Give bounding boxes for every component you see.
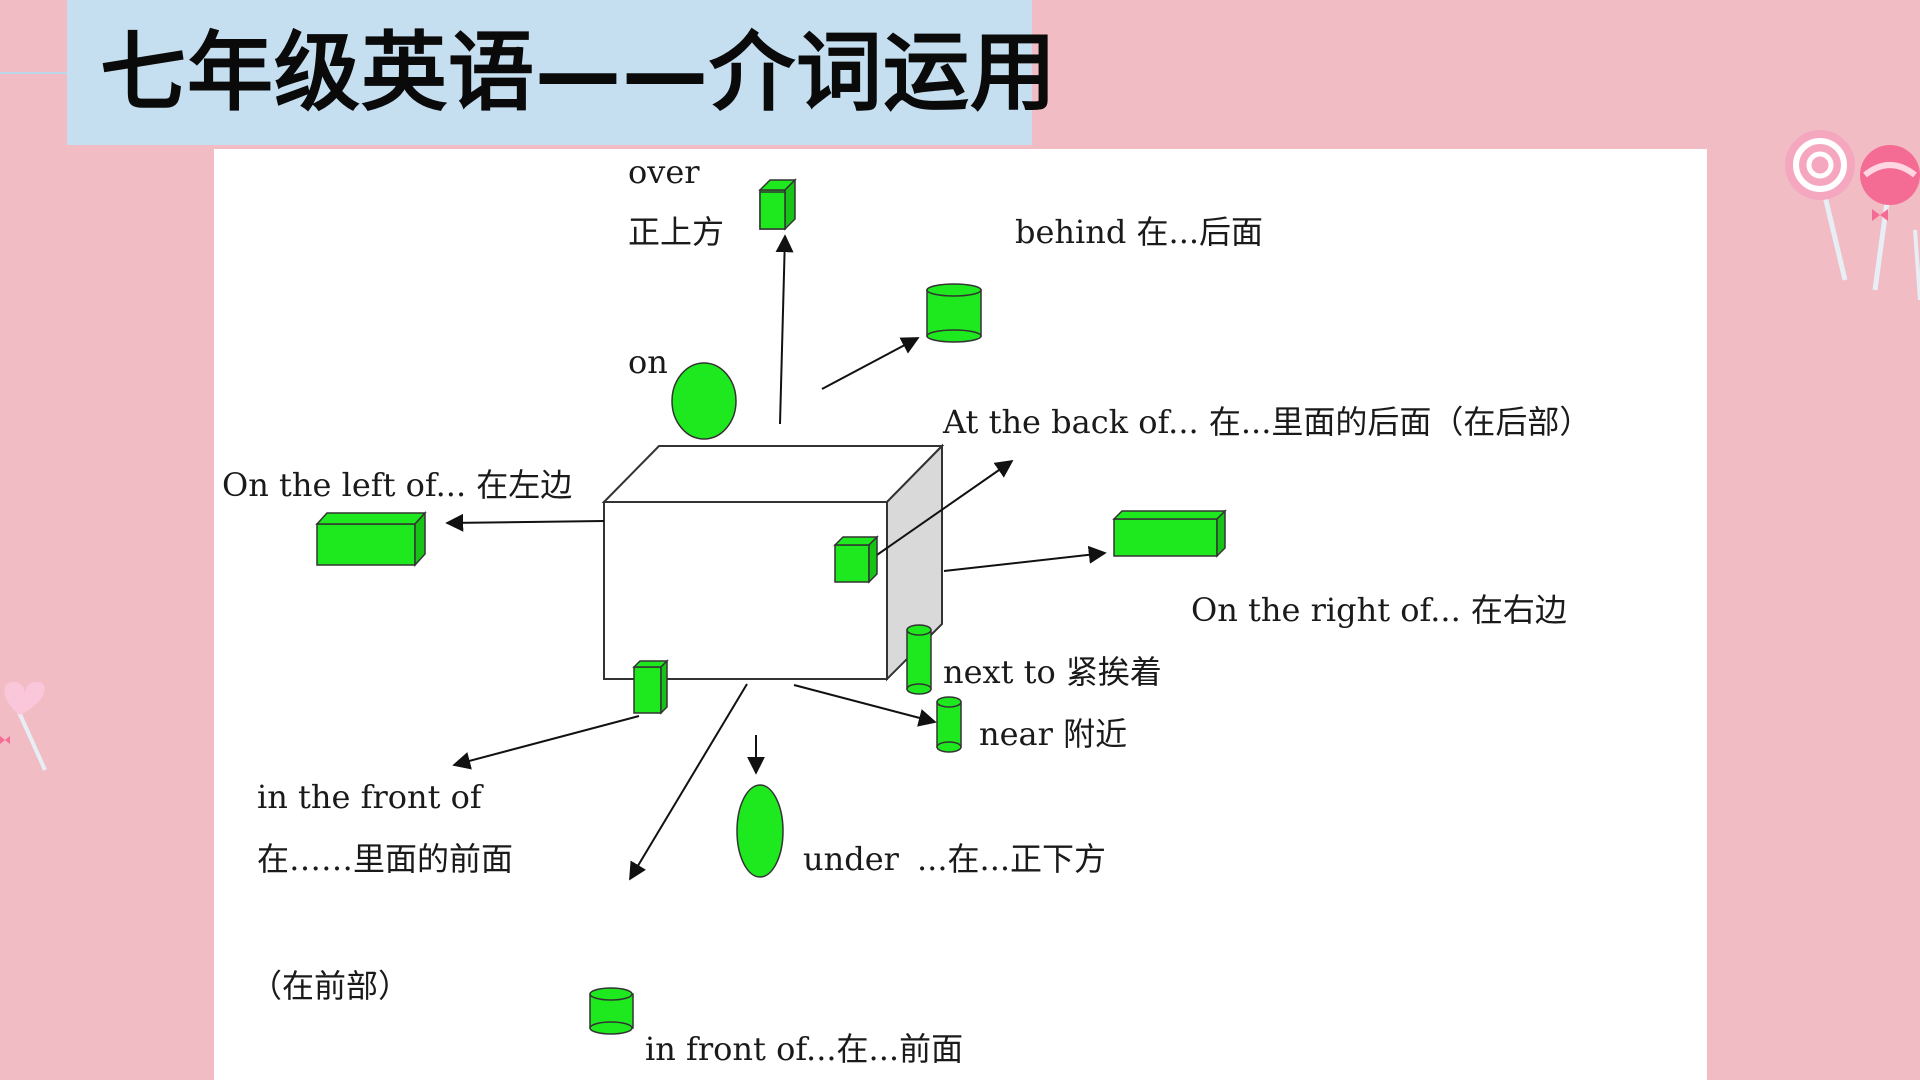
label-left: On the left of... 在左边 (222, 466, 573, 504)
over-cube (758, 178, 797, 231)
arrow-at-the-back (873, 459, 1014, 558)
under-ellipse (736, 784, 784, 878)
at-the-back-cube (833, 535, 879, 584)
label-right: On the right of... 在右边 (1191, 591, 1567, 629)
arrow-left (445, 513, 605, 532)
arrow-behind (821, 337, 920, 390)
title-bar (67, 0, 1032, 145)
label-in-the-front: in the front of (257, 778, 482, 816)
label-over: over (628, 153, 700, 191)
label-in-front: in front of...在...前面 (645, 1030, 964, 1068)
arrow-in-the-front (452, 715, 640, 770)
label-near: near 附近 (979, 715, 1128, 753)
label-under-cn: ...在...正下方 (917, 840, 1107, 878)
page-title: 七年级英语——介词运用 (100, 23, 1057, 123)
label-at-the-back: At the back of... 在...里面的后面（在后部） (943, 403, 1592, 441)
in-front-cylinder (589, 987, 634, 1035)
label-under: under (803, 840, 899, 878)
next-to-cylinder (906, 624, 932, 695)
label-in-the-front-cn: 在……里面的前面 (257, 840, 514, 878)
arrow-in-front (629, 683, 748, 881)
prepositions-diagram (315, 178, 1227, 1035)
arrow-right (943, 545, 1107, 572)
arrow-over (775, 234, 794, 425)
near-cylinder (936, 696, 962, 753)
behind-cylinder (926, 283, 982, 343)
right-box (1112, 509, 1227, 558)
label-next-to: next to 紧挨着 (943, 653, 1162, 691)
label-on: on (628, 343, 668, 381)
arrow-near (793, 684, 937, 727)
diagram-slide: over 正上方 behind 在...后面 on At the back of… (214, 149, 1707, 1080)
heart-lollipop-icon (0, 681, 47, 771)
label-behind: behind 在...后面 (1015, 213, 1264, 251)
front-part-box (632, 659, 669, 715)
on-ball (671, 362, 737, 440)
label-over-cn: 正上方 (628, 213, 725, 251)
title-accent-line (0, 72, 67, 74)
left-box (315, 511, 427, 567)
lollipop-icon (1785, 130, 1920, 300)
label-in-the-front-cn2: （在前部） (250, 967, 411, 1005)
central-box (601, 443, 945, 682)
